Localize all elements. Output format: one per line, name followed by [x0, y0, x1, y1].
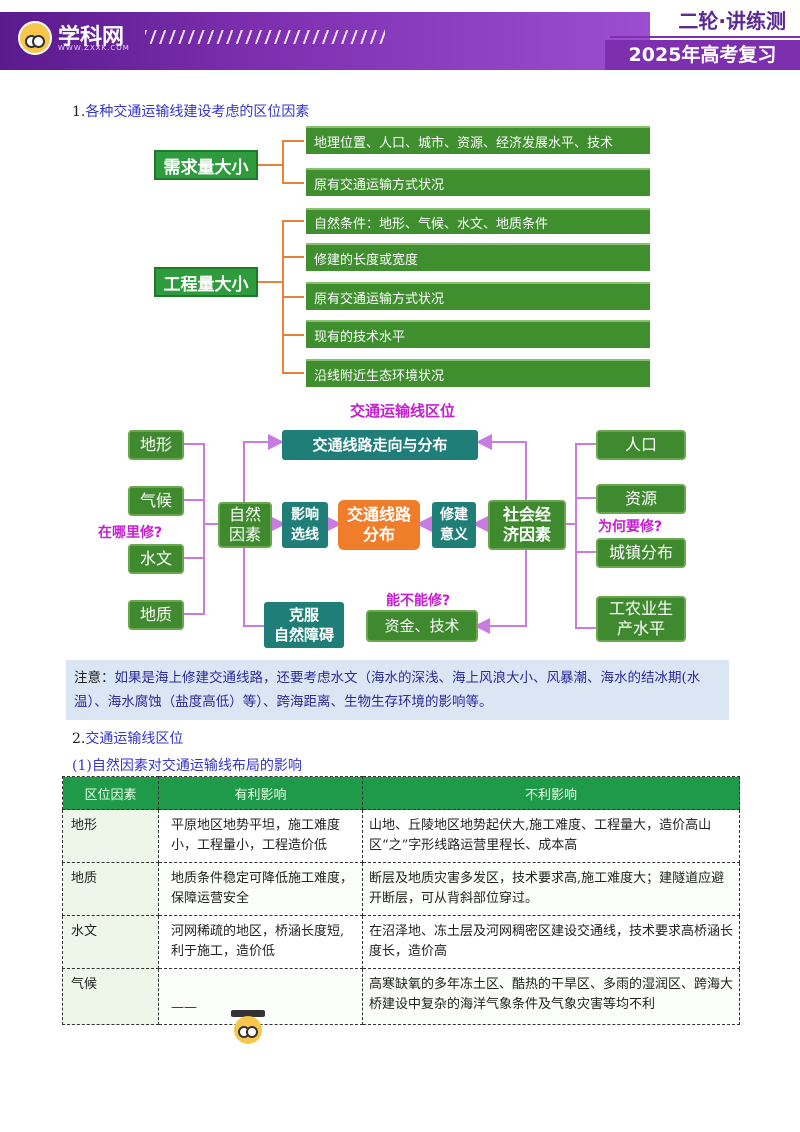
col-header: 不利影响 — [362, 776, 740, 810]
engineering-node: 工程量大小 — [154, 267, 258, 297]
socioeconomic-node: 社会经 济因素 — [488, 500, 566, 550]
note-text: 如果是海上修建交通线路，还要考虑水文（海水的深浅、海上风浪大小、风暴潮、海水的结… — [74, 670, 701, 710]
engineering-item: 现有的技术水平 — [306, 320, 650, 348]
funds-tech-node: 资金、技术 — [366, 610, 478, 642]
col-header: 有利影响 — [158, 776, 363, 810]
good-cell: 河网稀疏的地区，桥涵长度短,利于施工，造价低 — [158, 915, 363, 969]
factor-cell: 地质 — [62, 862, 159, 916]
industry-agri-node: 工农业生 产水平 — [596, 596, 686, 642]
good-cell: 平原地区地势平坦，施工难度小，工程量小，工程造价低 — [158, 809, 363, 863]
population-node: 人口 — [596, 430, 686, 460]
connector — [258, 164, 282, 166]
terrain-node: 地形 — [128, 430, 184, 460]
bad-cell: 在沼泽地、冻土层及河网稠密区建设交通线，技术要求高桥涵长度长，造价高 — [362, 915, 740, 969]
logo-url: WWW.ZXXK.COM — [58, 44, 130, 52]
connector — [282, 182, 304, 184]
bad-cell: 断层及地质灾害多发区，技术要求高,施工难度大；建隧道应避开断层，可从背斜部位穿过… — [362, 862, 740, 916]
table-row: 水文 河网稀疏的地区，桥涵长度短,利于施工，造价低 在沼泽地、冻土层及河网稠密区… — [62, 915, 740, 969]
towns-node: 城镇分布 — [596, 538, 686, 568]
site-logo[interactable]: 学科网 — [18, 18, 136, 58]
location-factor-diagram: 交通运输线区位 交通线路走向与分布 地形 气候 在哪里修? 水文 地质 自然 因… — [98, 400, 690, 650]
header-stripes — [145, 30, 385, 44]
engineering-item: 自然条件：地形、气候、水文、地质条件 — [306, 208, 650, 234]
natural-factors-node: 自然 因素 — [218, 502, 272, 548]
good-cell: 地质条件稳定可降低施工难度，保障运营安全 — [158, 862, 363, 916]
section1-heading: 1.各种交通运输线建设考虑的区位因素 — [72, 101, 309, 121]
engineering-item: 沿线附近生态环境状况 — [306, 359, 650, 387]
series-title: 二轮·讲练测 — [678, 9, 786, 33]
hydrology-node: 水文 — [128, 544, 184, 574]
year-title: 2025年高考复习 — [605, 40, 800, 70]
connector — [282, 296, 304, 298]
table-row: 气候 —— 高寒缺氧的多年冻土区、酷热的干旱区、多雨的湿润区、跨海大桥建设中复杂… — [62, 968, 740, 1025]
connector — [282, 372, 304, 374]
note-label: 注意： — [74, 670, 115, 686]
mascot-icon — [234, 1016, 262, 1044]
geology-node: 地质 — [128, 600, 184, 630]
route-distribution-node: 交通线路走向与分布 — [282, 430, 478, 460]
section1-title: 各种交通运输线建设考虑的区位因素 — [85, 104, 310, 120]
climate-node: 气候 — [128, 486, 184, 516]
section2-number: 2. — [72, 731, 86, 747]
factor-tree-diagram: 需求量大小 地理位置、人口、城市、资源、经济发展水平、技术 原有交通运输方式状况… — [140, 124, 660, 392]
demand-item: 原有交通运输方式状况 — [306, 168, 650, 196]
engineering-item: 修建的长度或宽度 — [306, 243, 650, 271]
section2-heading: 2.交通运输线区位 — [72, 728, 183, 748]
connector — [282, 256, 304, 258]
mascot-cap-icon — [231, 1010, 265, 1017]
natural-factors-table: 区位因素 有利影响 不利影响 地形 平原地区地势平坦，施工难度小，工程量小，工程… — [62, 776, 740, 1025]
logo-text: 学科网 — [58, 25, 125, 50]
engineering-item: 原有交通运输方式状况 — [306, 282, 650, 310]
table-row: 地质 地质条件稳定可降低施工难度，保障运营安全 断层及地质灾害多发区，技术要求高… — [62, 862, 740, 916]
header-divider — [610, 36, 800, 38]
influence-node: 影响 选线 — [282, 502, 328, 548]
bad-cell: 高寒缺氧的多年冻土区、酷热的干旱区、多雨的湿润区、跨海大桥建设中复杂的海洋气象条… — [362, 968, 740, 1025]
col-header: 区位因素 — [62, 776, 159, 810]
connector — [282, 140, 284, 184]
connector — [282, 220, 304, 222]
mascot-icon — [18, 21, 52, 55]
section2-subheading: (1)自然因素对交通运输线布局的影响 — [72, 758, 302, 774]
factor-cell: 气候 — [62, 968, 159, 1025]
note-box: 注意：如果是海上修建交通线路，还要考虑水文（海水的深浅、海上风浪大小、风暴潮、海… — [66, 660, 729, 720]
connector — [282, 334, 304, 336]
demand-node: 需求量大小 — [154, 150, 258, 180]
connector — [258, 281, 282, 283]
factor-cell: 水文 — [62, 915, 159, 969]
factor-cell: 地形 — [62, 809, 159, 863]
significance-node: 修建 意义 — [432, 502, 476, 548]
core-distribution-node: 交通线路 分布 — [338, 500, 420, 550]
overcome-node: 克服 自然障碍 — [264, 602, 344, 648]
can-build-question: 能不能修? — [386, 593, 451, 609]
section2-title: 交通运输线区位 — [85, 731, 184, 747]
connector — [282, 140, 304, 142]
where-question: 在哪里修? — [98, 525, 163, 541]
table-row: 地形 平原地区地势平坦，施工难度小，工程量小，工程造价低 山地、丘陵地区地势起伏… — [62, 809, 740, 863]
why-question: 为何要修? — [598, 519, 663, 535]
bad-cell: 山地、丘陵地区地势起伏大,施工难度、工程量大，造价高山区“之”字形线路运营里程长… — [362, 809, 740, 863]
diagram-title: 交通运输线区位 — [350, 402, 456, 420]
section1-number: 1. — [72, 104, 86, 120]
diagram-connectors — [184, 434, 598, 634]
resources-node: 资源 — [596, 484, 686, 514]
demand-item: 地理位置、人口、城市、资源、经济发展水平、技术 — [306, 126, 650, 154]
page-header: 学科网 WWW.ZXXK.COM 二轮·讲练测 2025年高考复习 — [0, 0, 800, 72]
table-header-row: 区位因素 有利影响 不利影响 — [62, 776, 740, 810]
